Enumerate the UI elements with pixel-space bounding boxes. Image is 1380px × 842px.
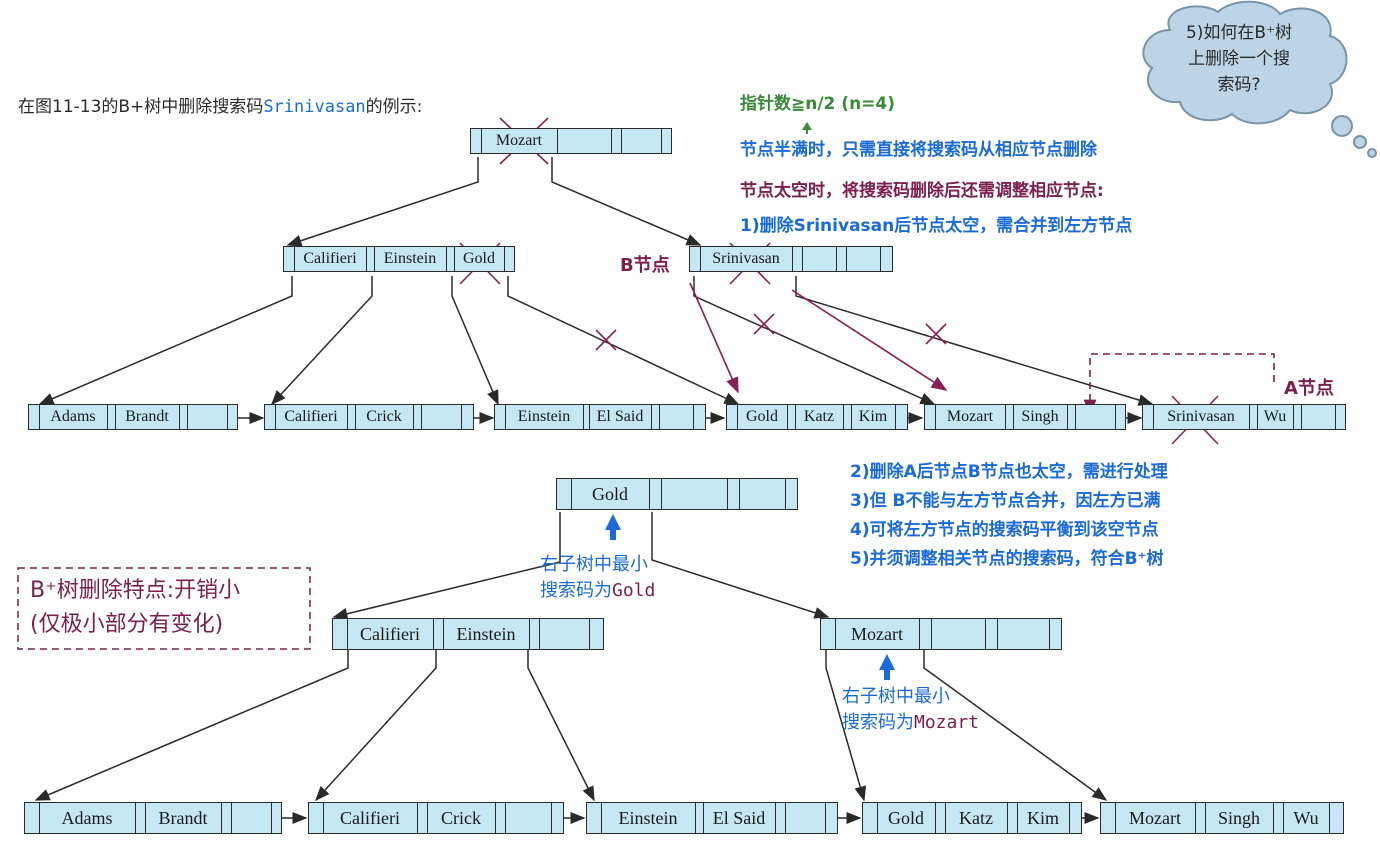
node-key: El Said <box>596 408 644 425</box>
node-key: Kim <box>858 408 888 425</box>
after-leaf-node: Califieri Crick <box>308 802 564 834</box>
node-key: Gold <box>592 483 628 504</box>
before-leaf-node: Einstein El Said <box>494 404 706 430</box>
step-item: 3)但 B不能与左方节点合并，因左方已满 <box>850 491 1161 511</box>
node-key: Califieri <box>284 408 338 425</box>
node-key: Mozart <box>495 132 543 149</box>
before-leaf-node: Mozart Singh <box>924 404 1126 430</box>
steps-list: 2)删除A后节点B节点也太空，需进行处理 3)但 B不能与左方节点合并，因左方已… <box>850 458 1168 574</box>
after-leaf-node: Mozart Singh Wu <box>1100 802 1344 834</box>
node-key: Singh <box>1217 807 1260 828</box>
step-item: 4)可将左方节点的搜索码平衡到该空节点 <box>850 520 1159 540</box>
after-internal-right-node: Mozart <box>820 618 1062 650</box>
node-key: Califieri <box>303 250 357 267</box>
title-suffix: 的例示: <box>365 97 423 117</box>
node-key: Srinivasan <box>712 250 780 267</box>
annotation-gold: 右子树中最小 搜索码为Gold <box>540 552 655 604</box>
cloud-line3: 索码? <box>1217 75 1261 95</box>
before-leaf-node-a: Srinivasan Wu <box>1142 404 1346 430</box>
annotation-mozart-line1: 右子树中最小 <box>842 686 950 707</box>
after-leaf-node: Einstein El Said <box>586 802 838 834</box>
node-key: Mozart <box>1129 807 1181 828</box>
node-key: Adams <box>50 408 96 425</box>
node-key: Einstein <box>456 623 516 644</box>
node-key: Srinivasan <box>1167 408 1235 425</box>
annotation-gold-line1: 右子树中最小 <box>540 554 648 575</box>
node-key: Mozart <box>851 623 903 644</box>
annotation-gold-key: Gold <box>612 580 656 601</box>
node-key: Crick <box>441 807 481 828</box>
half-full-note: 节点半满时，只需直接将搜索码从相应节点删除 <box>740 140 1097 160</box>
step-item: 2)删除A后节点B节点也太空，需进行处理 <box>850 462 1168 482</box>
summary-line2: (仅极小部分有变化) <box>30 612 224 637</box>
node-key: Gold <box>888 807 924 828</box>
after-leaf-node: Gold Katz Kim <box>862 802 1082 834</box>
cloud-line2: 上删除一个搜 <box>1188 49 1290 69</box>
annotation-mozart: 右子树中最小 搜索码为Mozart <box>842 684 979 736</box>
step1-note: 1)删除Srinivasan后节点太空，需合并到左方节点 <box>740 216 1133 236</box>
title-key: Srinivasan <box>263 97 366 117</box>
summary-box <box>17 567 311 650</box>
node-key: Gold <box>746 408 778 425</box>
annotation-mozart-key: Mozart <box>914 712 980 733</box>
annotation-mozart-prefix: 搜索码为 <box>842 712 914 733</box>
a-node-label: A节点 <box>1284 378 1334 399</box>
node-key: Wu <box>1293 807 1319 828</box>
annotation-gold-prefix: 搜索码为 <box>540 580 612 601</box>
before-leaf-node: Gold Katz Kim <box>726 404 908 430</box>
node-key: Einstein <box>618 807 678 828</box>
node-key: Einstein <box>517 408 571 425</box>
page-title: 在图11-13的B+树中删除搜索码Srinivasan的例示: <box>18 92 422 117</box>
before-leaf-node: Adams Brandt <box>28 404 238 430</box>
node-key: Einstein <box>383 250 437 267</box>
before-root-node: Mozart <box>470 128 672 154</box>
node-key: Kim <box>1026 807 1059 828</box>
node-key: Katz <box>803 408 835 425</box>
before-leaf-node: Califieri Crick <box>264 404 474 430</box>
step-item: 5)并须调整相关节点的搜索码，符合B⁺树 <box>850 549 1164 569</box>
after-leaf-node: Adams Brandt <box>24 802 282 834</box>
summary-text: B⁺树删除特点:开销小 (仅极小部分有变化) <box>30 574 240 642</box>
node-key: Brandt <box>158 807 208 828</box>
cloud-text: 5)如何在B⁺树 上删除一个搜 索码? <box>1150 20 1328 98</box>
after-internal-left-node: Califieri Einstein <box>332 618 604 650</box>
node-key: El Said <box>712 807 766 828</box>
node-key: Katz <box>959 807 993 828</box>
node-key: Crick <box>366 408 402 425</box>
before-internal-right-node-b: Srinivasan <box>689 246 893 272</box>
node-key: Gold <box>463 250 495 267</box>
node-key: Wu <box>1263 408 1287 425</box>
summary-line1: B⁺树删除特点:开销小 <box>30 578 241 603</box>
after-root-node: Gold <box>556 478 798 510</box>
node-key: Singh <box>1021 408 1059 425</box>
node-key: Brandt <box>125 408 169 425</box>
title-prefix: 在图11-13的B+树中删除搜索码 <box>18 97 264 117</box>
cloud-line1: 5)如何在B⁺树 <box>1185 23 1293 43</box>
node-key: Califieri <box>340 807 400 828</box>
b-node-label: B节点 <box>620 255 670 276</box>
before-internal-left-node: Califieri Einstein Gold <box>283 246 515 272</box>
node-key: Mozart <box>946 408 994 425</box>
node-key: Adams <box>61 807 113 828</box>
pointer-note: 指针数≧n/2 (n=4) <box>740 94 896 114</box>
too-empty-note: 节点太空时，将搜索码删除后还需调整相应节点: <box>740 181 1104 201</box>
node-key: Califieri <box>360 623 420 644</box>
